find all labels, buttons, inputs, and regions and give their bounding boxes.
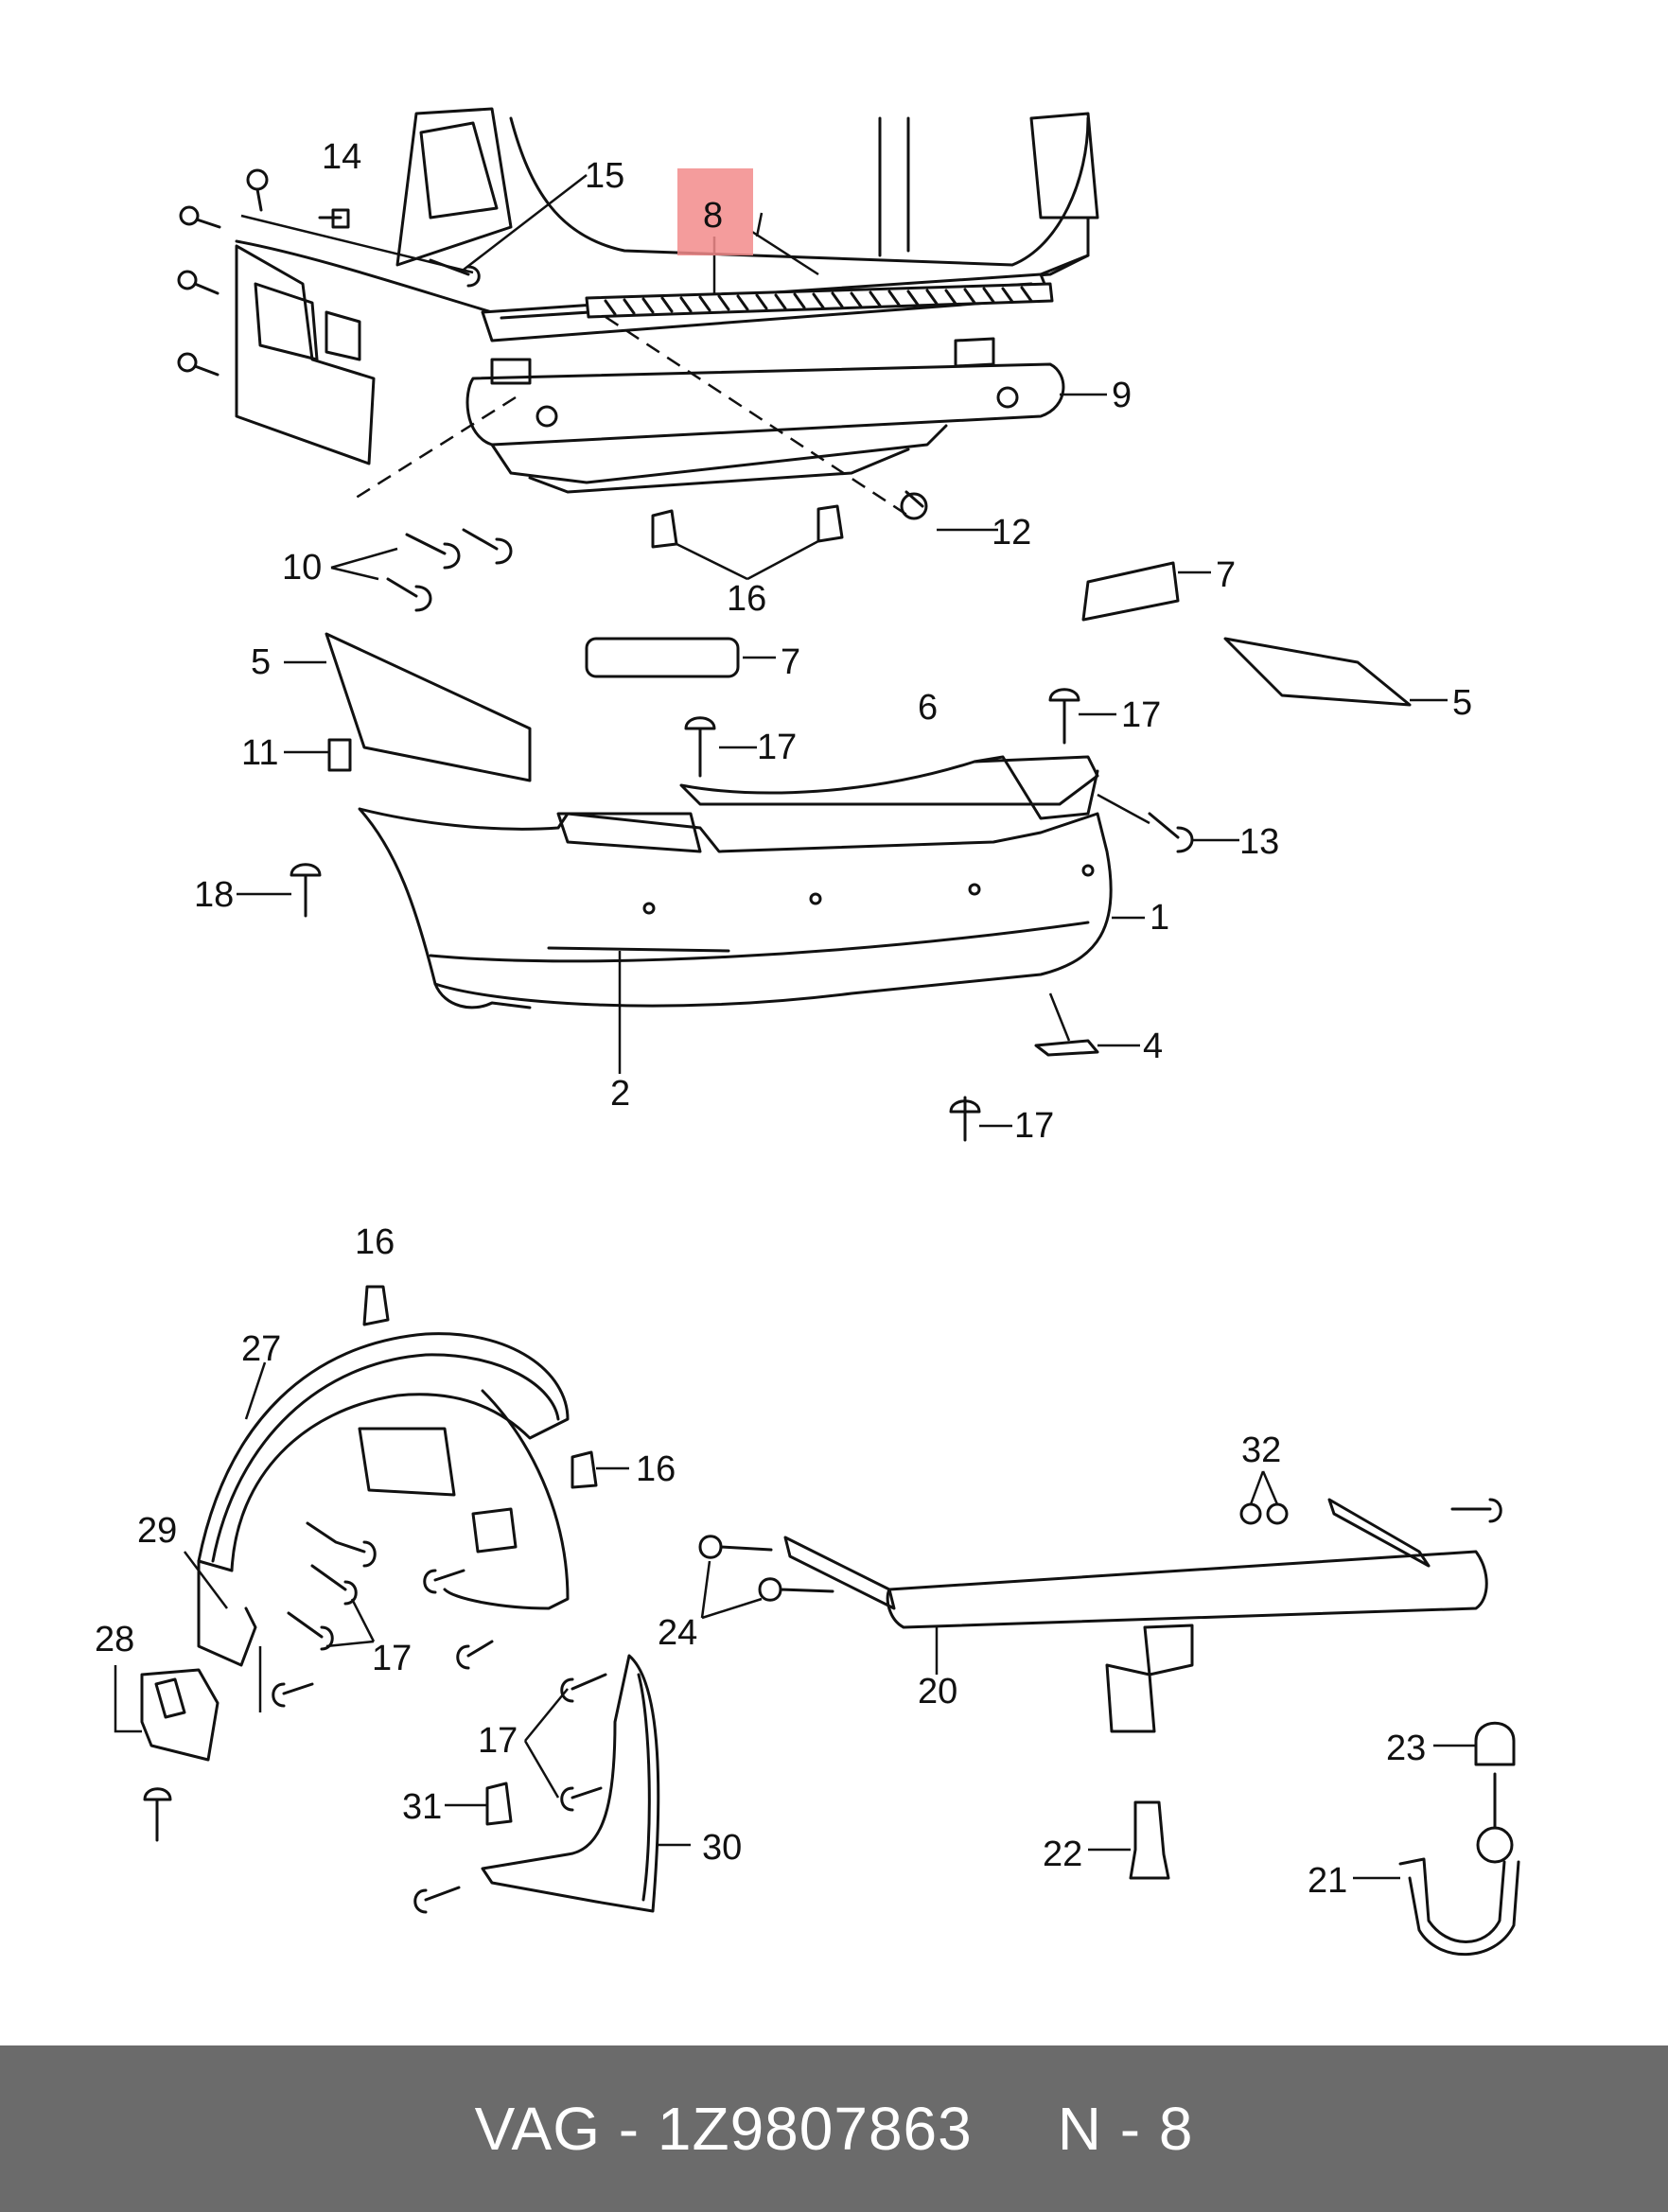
- callout-13: 13: [1239, 822, 1279, 862]
- screw-icon: [429, 258, 924, 508]
- callout-7: 7: [1216, 555, 1236, 595]
- callout-4: 4: [1143, 1027, 1163, 1066]
- clip-icon: [651, 504, 844, 581]
- exploded-view-drawing: 8 14 15 9 12 10 16 7 7 5 5 6 17 17 11 13…: [95, 107, 1520, 1957]
- part-6-bumper-upper-trim: [679, 755, 1099, 820]
- callout-29: 29: [137, 1511, 177, 1551]
- bolt-icon: [698, 1498, 1502, 1620]
- screw-icon: [272, 1521, 494, 1708]
- part-7-trim-center: [585, 637, 776, 678]
- part-4-cover-cap: [1034, 992, 1140, 1057]
- callout-10: 10: [282, 548, 322, 588]
- part-30-mud-flap: [481, 1654, 691, 1913]
- callout-16: 16: [636, 1449, 676, 1489]
- part-7-trim-right: [1081, 561, 1211, 622]
- dashed-reference-line: [349, 395, 517, 503]
- callout-27: 27: [241, 1329, 281, 1369]
- callout-17: 17: [372, 1639, 412, 1678]
- part-20-tow-bar: [783, 1498, 1488, 1733]
- clip-icon: [362, 1285, 629, 1489]
- callout-9: 9: [1112, 376, 1132, 415]
- callout-11: 11: [241, 733, 278, 773]
- part-21-tow-ball: [1353, 1772, 1520, 1957]
- part-8-seal-strip: [585, 282, 1054, 319]
- part-27-wheel-housing-liner: [184, 1332, 570, 1712]
- screw-icon: [413, 1673, 607, 1914]
- callout-7: 7: [781, 642, 800, 682]
- part-23-cap: [1433, 1721, 1516, 1766]
- clip-icon: [284, 738, 352, 772]
- position-text: N - 8: [1057, 2095, 1194, 2163]
- callout-5: 5: [251, 642, 271, 682]
- callout-23: 23: [1386, 1729, 1426, 1768]
- callout-17: 17: [757, 728, 797, 767]
- callout-32: 32: [1241, 1431, 1281, 1470]
- callout-28: 28: [95, 1620, 134, 1659]
- callout-16: 16: [727, 579, 766, 619]
- parts-diagram: 8 14 15 9 12 10 16 7 7 5 5 6 17 17 11 13…: [95, 107, 1520, 1957]
- bolt-icon: [143, 1787, 172, 1842]
- bolt-icon: [237, 863, 322, 918]
- callout-8: 8: [703, 196, 723, 236]
- callout-17: 17: [478, 1721, 518, 1761]
- part-number-text: VAG - 1Z9807863: [474, 2095, 973, 2163]
- callout-2: 2: [610, 1074, 630, 1114]
- dashed-reference-line: [605, 315, 909, 518]
- part-1-bumper-cover: [358, 807, 1145, 1074]
- callout-24: 24: [658, 1613, 697, 1653]
- nut-icon: [900, 492, 928, 520]
- callout-21: 21: [1308, 1861, 1347, 1901]
- callout-17: 17: [1121, 695, 1161, 735]
- callout-31: 31: [402, 1787, 442, 1827]
- callout-18: 18: [194, 875, 234, 915]
- screw-icon: [177, 168, 350, 377]
- part-22-socket: [1088, 1800, 1170, 1880]
- callout-6: 6: [918, 688, 938, 728]
- part-5-reflector-right: [1223, 637, 1448, 707]
- rear-body-panel: [235, 107, 1099, 314]
- callout-22: 22: [1043, 1835, 1082, 1874]
- callout-16: 16: [355, 1222, 395, 1262]
- callout-1: 1: [1150, 898, 1169, 938]
- part-number-footer: VAG - 1Z9807863 N - 8: [0, 2045, 1668, 2212]
- callout-17: 17: [1014, 1106, 1054, 1146]
- bolt-icon: [684, 688, 1116, 1142]
- callout-20: 20: [918, 1672, 957, 1712]
- callout-5: 5: [1452, 683, 1472, 723]
- bolt-icon: [1097, 793, 1239, 853]
- ring-icon: [1239, 1470, 1289, 1525]
- side-bumper-bracket: [235, 244, 376, 465]
- part-5-reflector-left: [284, 632, 532, 782]
- callout-30: 30: [702, 1828, 742, 1868]
- bolt-icon: [330, 528, 513, 612]
- highlight-box-part-8: [677, 168, 753, 255]
- part-28-bracket: [114, 1665, 219, 1762]
- callout-12: 12: [992, 513, 1031, 553]
- clip-icon: [445, 1782, 513, 1826]
- callout-15: 15: [585, 156, 624, 196]
- callout-14: 14: [322, 137, 361, 177]
